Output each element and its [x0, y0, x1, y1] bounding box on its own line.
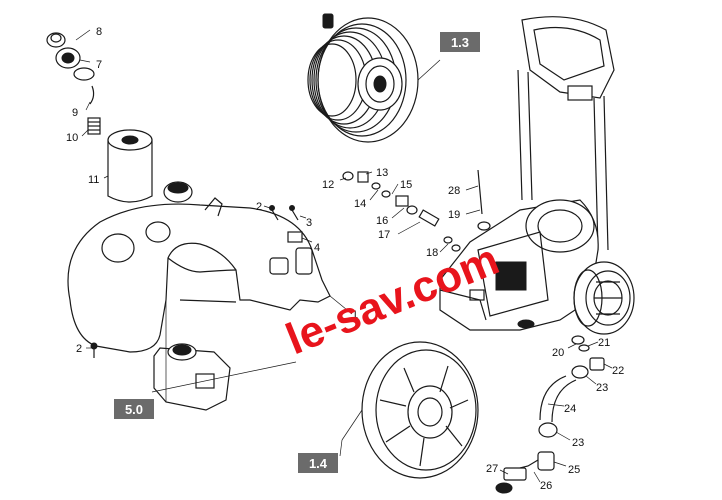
callout-10: 10 [66, 132, 78, 144]
ref-detergent-tank: 5.0 [125, 402, 143, 417]
callout-22: 22 [612, 365, 624, 377]
callout-11: 11 [88, 174, 99, 186]
callout-25: 25 [568, 464, 580, 476]
callout-7: 7 [96, 59, 102, 71]
callout-27: 27 [486, 463, 498, 475]
cable-reel-drawing [339, 341, 479, 479]
callout-15: 15 [400, 179, 412, 191]
fittings-drawing [342, 169, 491, 252]
filter-cap-drawing [46, 32, 101, 135]
ref-box-detergent-tank: 5.0 [114, 399, 154, 419]
ref-hose-reel: 1.3 [451, 35, 469, 50]
callout-18: 18 [426, 247, 438, 259]
callout-21: 21 [598, 337, 610, 349]
housing-cap-drawing [163, 181, 193, 203]
callout-labels: 8 7 9 10 11 2 3 4 1 2 12 13 14 15 16 17 … [66, 26, 624, 492]
water-tank-drawing [103, 129, 153, 203]
callout-24: 24 [564, 403, 576, 415]
callout-16: 16 [376, 215, 388, 227]
housing-shell-drawing [67, 197, 331, 353]
callout-23-upper: 23 [596, 382, 608, 394]
callout-28: 28 [448, 185, 460, 197]
callout-17: 17 [378, 229, 390, 241]
callout-4: 4 [314, 242, 320, 254]
callout-26: 26 [540, 480, 552, 492]
callout-13: 13 [376, 167, 388, 179]
screws-drawing [90, 205, 303, 358]
callout-2-bottom: 2 [76, 343, 82, 355]
motor-pump-drawing [439, 199, 599, 331]
callout-3: 3 [306, 217, 312, 229]
wheel-drawing [573, 261, 635, 335]
frame-handle-drawing [517, 16, 615, 251]
callout-9: 9 [72, 107, 78, 119]
callout-2-top: 2 [256, 201, 262, 213]
ref-cable-reel: 1.4 [309, 456, 328, 471]
hose-reel-drawing [307, 13, 441, 143]
hose-fittings-drawing [495, 335, 605, 494]
callout-8: 8 [96, 26, 102, 38]
ref-box-hose-reel: 1.3 [440, 32, 480, 52]
callout-23-lower: 23 [572, 437, 584, 449]
callout-19: 19 [448, 209, 460, 221]
ref-box-cable-reel: 1.4 [298, 453, 338, 473]
callout-1: 1 [352, 309, 358, 321]
callout-12: 12 [322, 179, 334, 191]
callout-14: 14 [354, 198, 366, 210]
detergent-tank-drawing [151, 300, 297, 411]
callout-20: 20 [552, 347, 564, 359]
